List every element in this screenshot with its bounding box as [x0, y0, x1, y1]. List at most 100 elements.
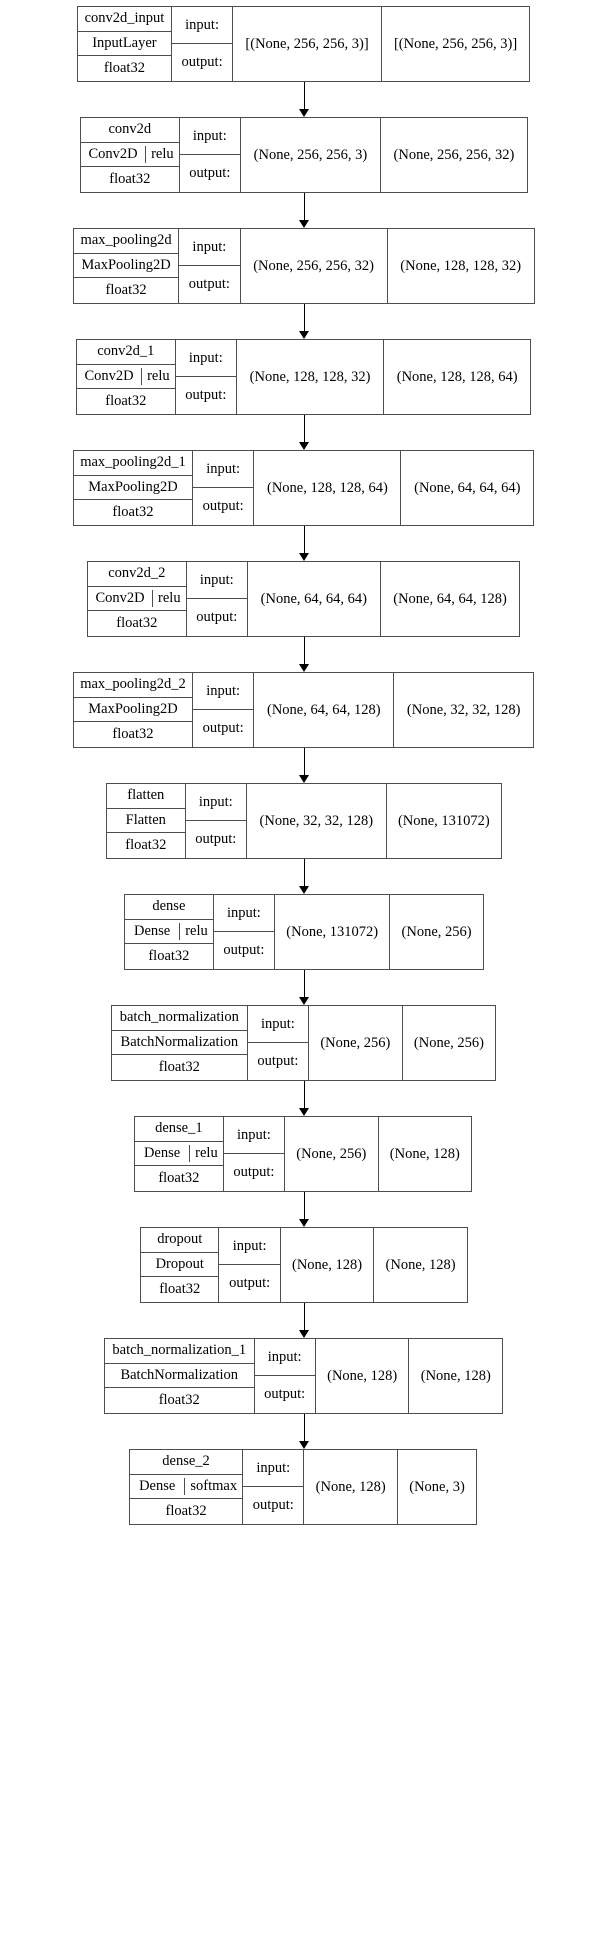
io-label-column: input:output:: [174, 340, 237, 414]
edge-arrowhead-icon: [299, 774, 310, 783]
input-shape: (None, 256): [308, 1006, 402, 1080]
input-shape: (None, 256, 256, 32): [239, 229, 387, 303]
layer-class-row: MaxPooling2D: [74, 476, 192, 501]
edge-line: [303, 193, 306, 221]
layer-class: Conv2D: [88, 146, 138, 162]
output-shape: (None, 64, 64, 128): [379, 562, 520, 636]
output-shape: (None, 128): [377, 1117, 472, 1191]
edge-arrowhead-icon: [299, 1440, 310, 1449]
output-shape: (None, 128): [373, 1228, 467, 1302]
layer-class-row: InputLayer: [78, 32, 171, 57]
io-label-column: input:output:: [185, 562, 247, 636]
edge-line: [303, 304, 306, 332]
layer-class-row: Conv2D relu: [77, 365, 175, 390]
input-label: input:: [179, 118, 241, 155]
io-label-column: input: output:: [253, 1339, 315, 1413]
output-shape: (None, 3): [396, 1450, 476, 1524]
edge-line: [303, 970, 306, 998]
io-label-column: input:output:: [191, 451, 254, 525]
output-label: output:: [195, 831, 237, 847]
edge-arrowhead-icon: [299, 885, 310, 894]
edge-line: [303, 526, 306, 554]
io-label-column: input:output:: [242, 1450, 304, 1524]
layer-name: conv2d_2: [88, 562, 186, 587]
layer-dtype: float32: [105, 282, 147, 299]
layer-class: Conv2D: [84, 368, 134, 384]
input-label: input:: [192, 673, 254, 710]
layer-dtype: float32: [159, 1281, 201, 1298]
layer-dtype: float32: [148, 948, 190, 965]
input-shape: (None, 32, 32, 128): [245, 784, 386, 858]
output-label: output:: [202, 720, 244, 736]
edge-arrow: [299, 748, 310, 783]
layer-name: batch_normalization_1: [105, 1339, 254, 1364]
layer-name: max_pooling2d_2: [74, 673, 192, 698]
output-label: output:: [257, 1053, 299, 1069]
edge-arrowhead-icon: [299, 663, 310, 672]
layer-activation: relu: [189, 1145, 223, 1162]
layer-class-row: Flatten: [107, 809, 185, 834]
layer-activation: relu: [141, 368, 175, 385]
edge-arrow: [299, 1192, 310, 1227]
edge-arrow: [299, 82, 310, 117]
layer-activation: relu: [145, 146, 179, 163]
io-label-column: input:output:: [178, 229, 240, 303]
output-shape: (None, 256, 256, 32): [379, 118, 527, 192]
input-label: input:: [179, 229, 240, 266]
io-label-column: input:output:: [178, 118, 241, 192]
layer-name: conv2d_input: [78, 7, 171, 32]
edge-line: [303, 637, 306, 665]
layer-class-row: BatchNormalization: [105, 1364, 254, 1389]
input-shape: (None, 256): [284, 1117, 378, 1191]
layer-name: dense_2: [130, 1450, 243, 1475]
output-shape: (None, 128, 128, 64): [383, 340, 530, 414]
edge-line: [303, 82, 306, 110]
input-label: input:: [192, 451, 254, 488]
edge-arrow: [299, 415, 310, 450]
input-label: input:: [254, 1339, 315, 1376]
edge-line: [303, 1081, 306, 1109]
edge-arrowhead-icon: [299, 996, 310, 1005]
io-label-column: input:output:: [184, 784, 246, 858]
input-label: input:: [213, 895, 275, 932]
output-label: output:: [252, 1497, 294, 1513]
output-shape: (None, 32, 32, 128): [393, 673, 533, 747]
edge-arrowhead-icon: [299, 1218, 310, 1227]
layer-dtype: float32: [112, 726, 154, 743]
edge-arrow: [299, 1414, 310, 1449]
input-shape: (None, 128): [279, 1228, 374, 1302]
io-label-column: input: output:: [212, 895, 275, 969]
layer-name: dropout: [141, 1228, 219, 1253]
input-label: input:: [223, 1117, 285, 1154]
output-label: output:: [223, 942, 265, 958]
input-shape: (None, 128, 128, 32): [236, 340, 383, 414]
input-shape: (None, 64, 64, 128): [253, 673, 393, 747]
layer-dtype: float32: [158, 1392, 200, 1409]
input-shape: (None, 128): [314, 1339, 409, 1413]
output-label: output:: [264, 1386, 306, 1402]
layer-class-row: BatchNormalization: [112, 1031, 247, 1056]
edge-arrow: [299, 1081, 310, 1116]
layer-dtype: float32: [109, 171, 151, 188]
edge-arrow: [299, 859, 310, 894]
edge-arrow: [299, 970, 310, 1005]
output-shape: [(None, 256, 256, 3)]: [380, 7, 530, 81]
output-shape: (None, 128): [408, 1339, 502, 1413]
output-label: output:: [233, 1164, 275, 1180]
